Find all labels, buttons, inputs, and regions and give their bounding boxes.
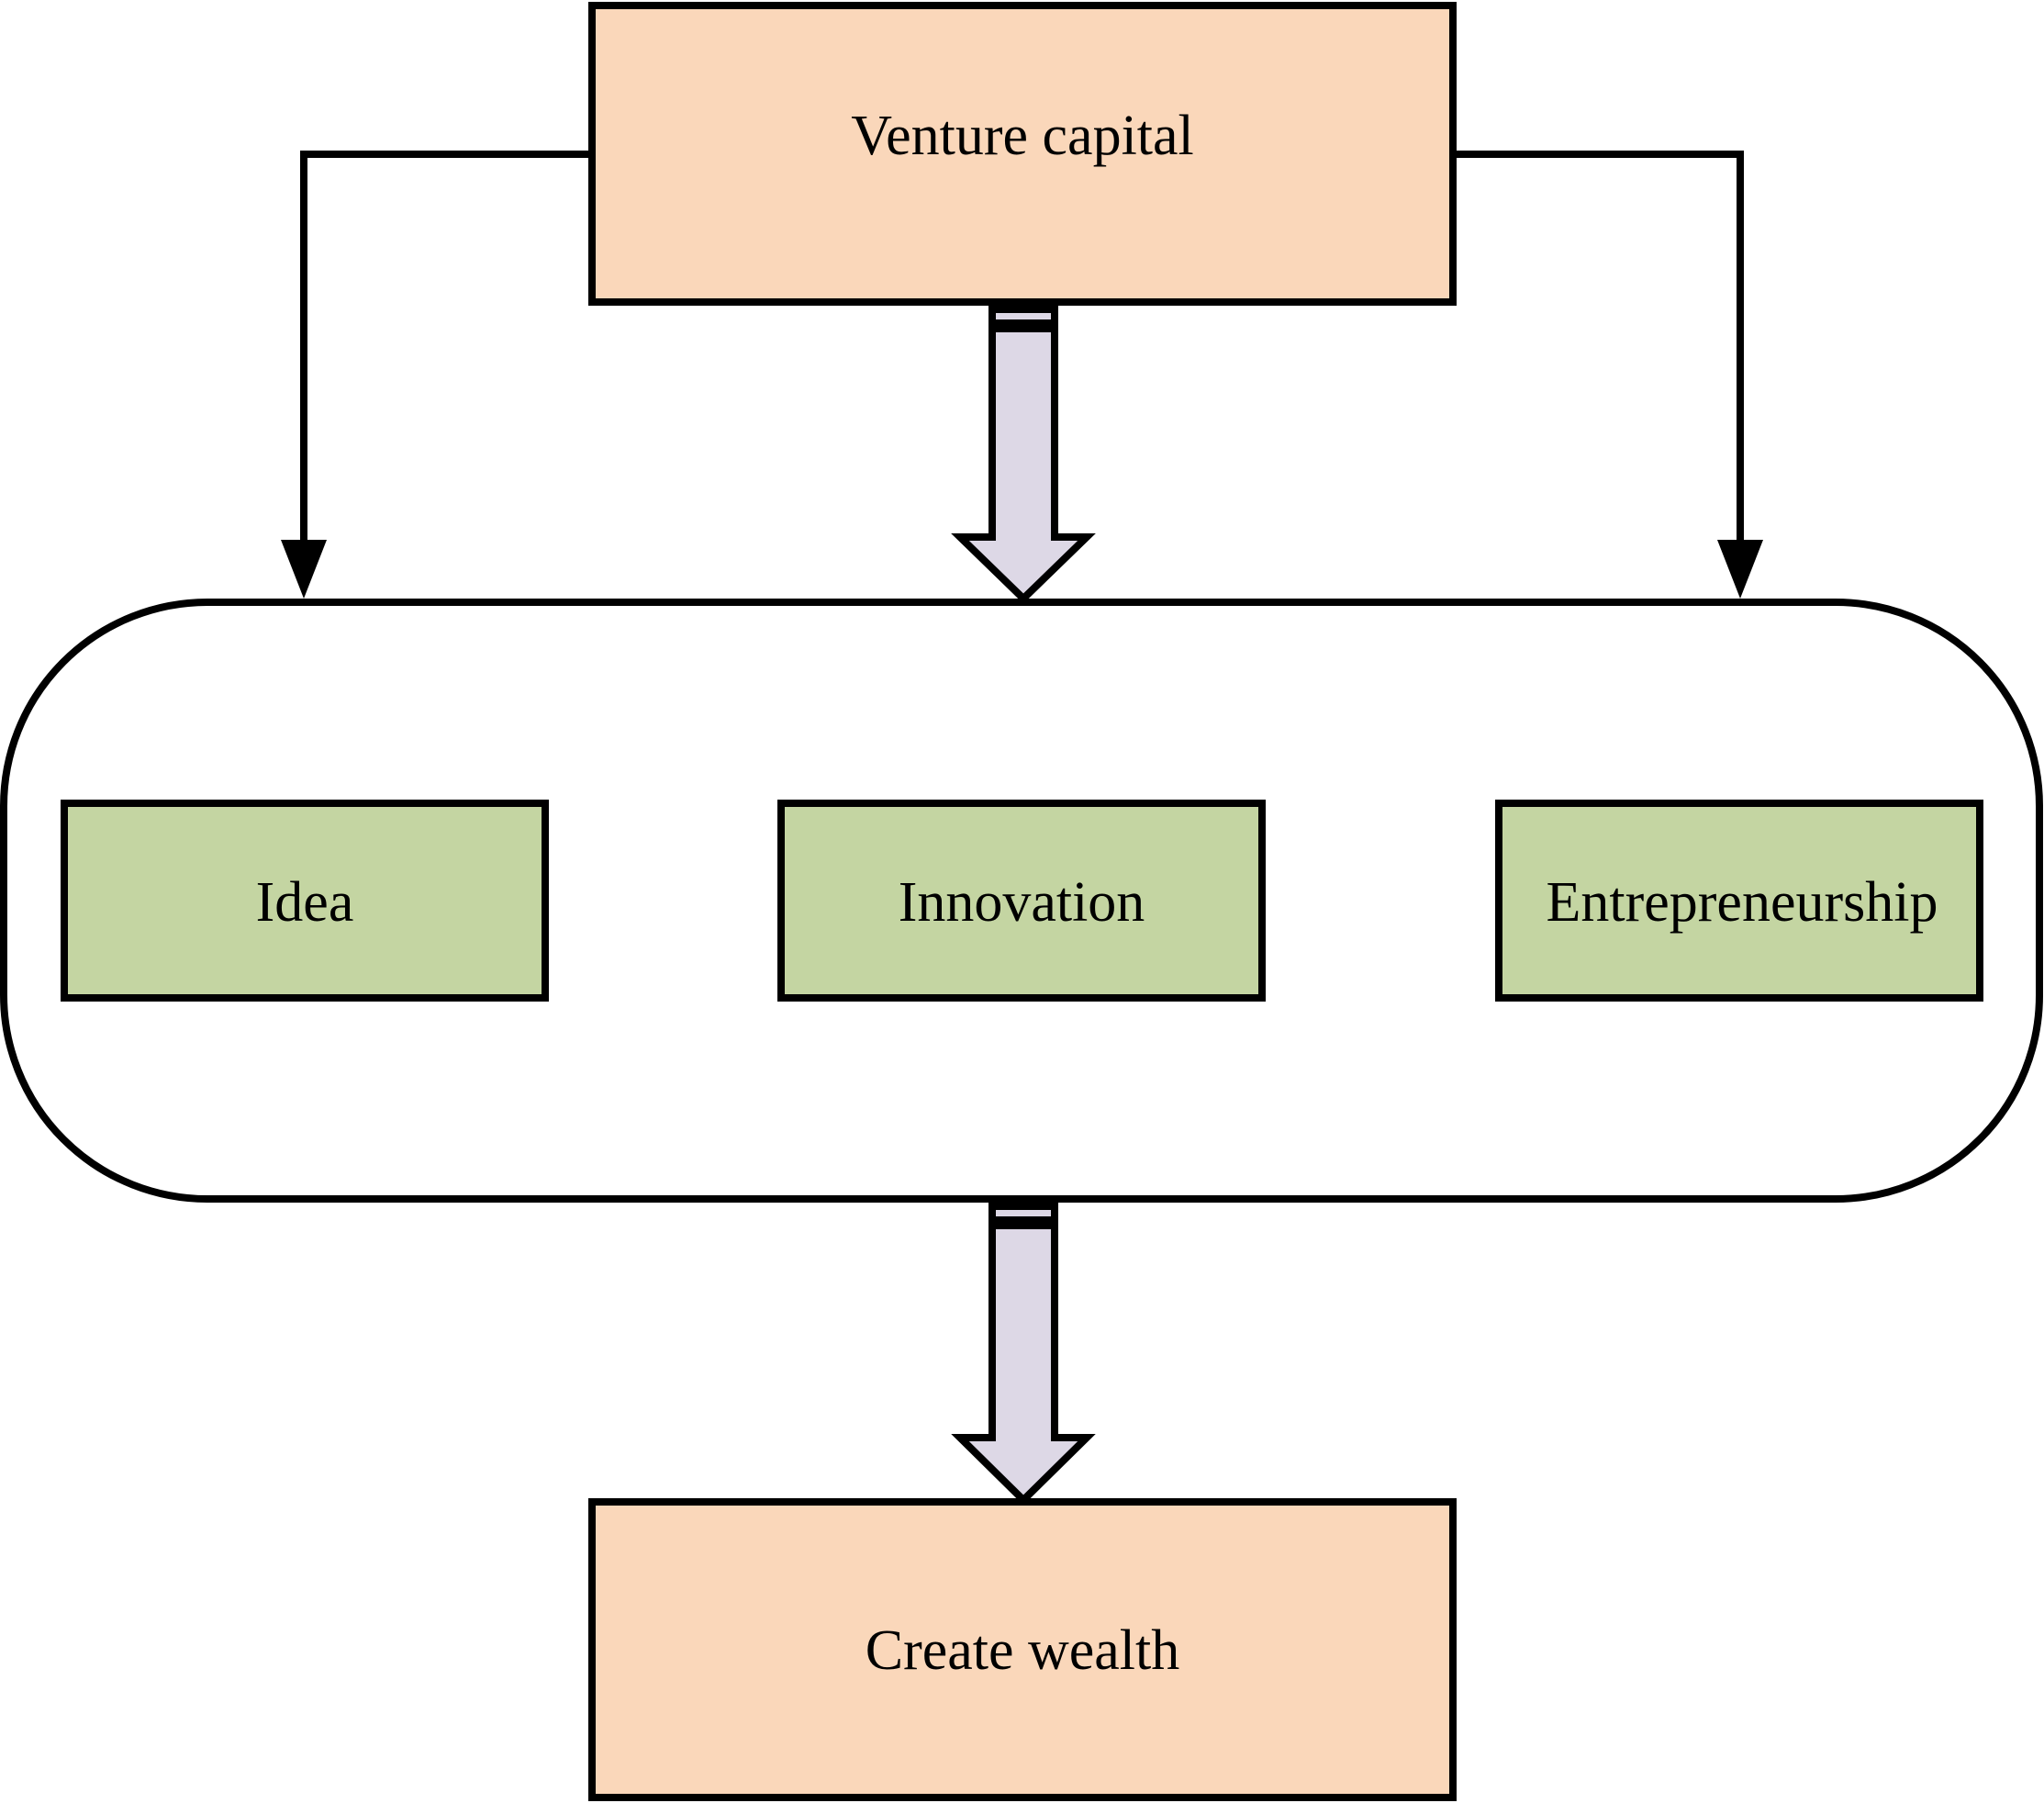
idea-box: [61, 800, 549, 1002]
create-wealth-node: Create wealth: [588, 1498, 1457, 1801]
innovation-box: [777, 800, 1266, 1002]
venture-capital-node: Venture capital: [588, 2, 1457, 306]
bottom-block-arrow: [951, 1199, 1096, 1506]
right-connector-arrow: [1453, 151, 1763, 599]
create-wealth-box: [588, 1498, 1457, 1801]
entrepreneurship-box: [1495, 800, 1983, 1002]
left-connector-arrow: [281, 151, 592, 599]
innovation-label: Innovation: [899, 871, 1145, 934]
entrepreneurship-node: Entrepreneurship: [1495, 800, 1983, 1002]
venture-capital-label: Venture capital: [851, 105, 1194, 167]
top-block-arrow: [951, 302, 1096, 604]
venture-capital-box: [588, 2, 1457, 306]
right-arrowhead: [1717, 540, 1763, 599]
right-connector-line: [1453, 151, 1744, 543]
bottom-block-arrow-cap: [992, 1203, 1055, 1210]
bottom-block-arrow-shape: [951, 1199, 1096, 1506]
idea-node: Idea: [61, 800, 549, 1002]
left-arrowhead: [281, 540, 327, 599]
left-connector-line: [300, 151, 592, 543]
top-block-arrow-band: [992, 319, 1055, 332]
top-block-arrow-shape: [951, 302, 1096, 604]
innovation-node: Innovation: [777, 800, 1266, 1002]
create-wealth-label: Create wealth: [866, 1619, 1180, 1682]
top-block-arrow-cap: [992, 306, 1055, 313]
bottom-block-arrow-band: [992, 1216, 1055, 1229]
idea-label: Idea: [256, 871, 354, 934]
entrepreneurship-label: Entrepreneurship: [1547, 871, 1938, 934]
